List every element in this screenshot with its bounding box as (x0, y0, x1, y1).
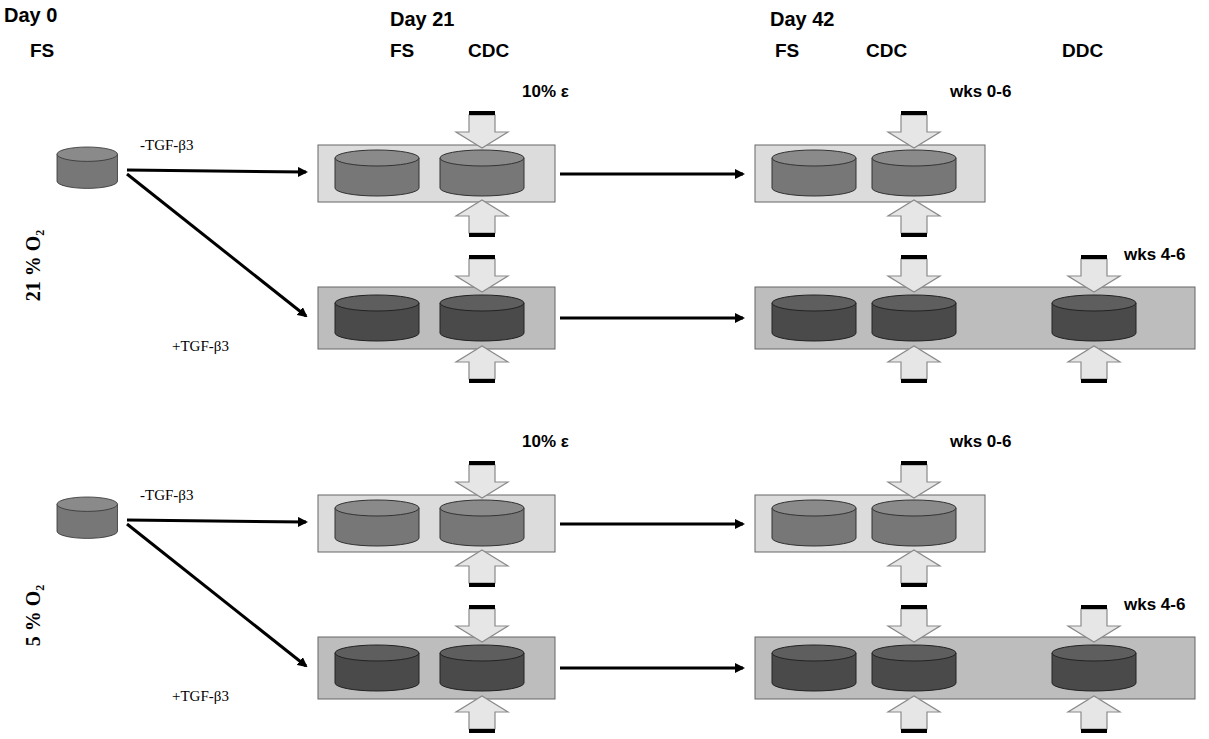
label: CDC (468, 40, 509, 62)
label: DDC (1062, 40, 1103, 62)
label: -TGF-β3 (140, 487, 193, 504)
oxygen-group (57, 461, 1195, 733)
label: Day 21 (390, 8, 455, 31)
label: wks 0-6 (950, 82, 1011, 102)
label: 10% ε (522, 82, 569, 102)
oxygen-group (57, 111, 1195, 383)
condition-label: 5 % O₂ (23, 584, 46, 646)
label: +TGF-β3 (172, 338, 229, 355)
label: wks 4-6 (1124, 245, 1185, 265)
label: 10% ε (522, 432, 569, 452)
label: FS (30, 40, 54, 62)
label: CDC (866, 40, 907, 62)
label: Day 0 (4, 4, 57, 27)
label: FS (390, 40, 414, 62)
label: wks 4-6 (1124, 595, 1185, 615)
label: wks 0-6 (950, 432, 1011, 452)
condition-label: 21 % O₂ (23, 229, 46, 301)
label: FS (775, 40, 799, 62)
label: Day 42 (770, 8, 835, 31)
label: -TGF-β3 (140, 137, 193, 154)
label: +TGF-β3 (172, 688, 229, 705)
